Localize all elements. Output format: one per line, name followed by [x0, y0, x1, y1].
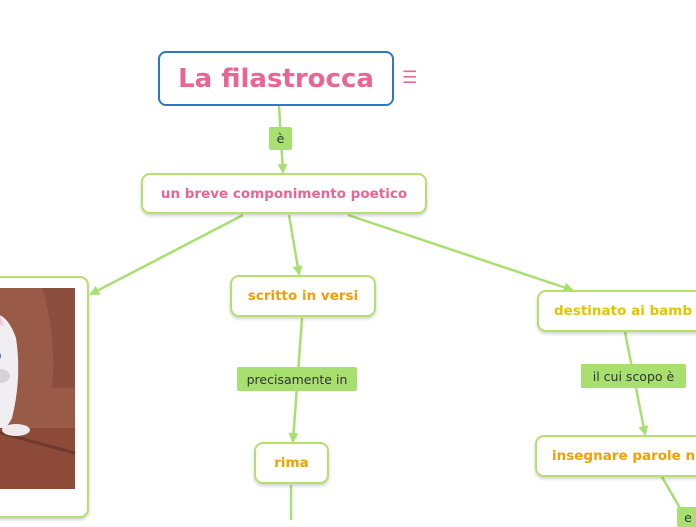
central-node-label: un breve componimento poetico — [160, 185, 408, 202]
image-node[interactable] — [0, 276, 89, 518]
link-label-precisely-text: precisamente in — [246, 371, 348, 387]
branch-verse-node[interactable]: scritto in versi — [230, 275, 376, 317]
link-label-is-text: è — [276, 131, 285, 146]
rhyme-node[interactable]: rima — [254, 442, 329, 484]
rhyme-label: rima — [274, 455, 309, 471]
link-label-purpose-text: il cui scopo è — [592, 368, 675, 384]
connector-central-verse — [287, 214, 303, 276]
link-label-and: e — [677, 507, 696, 527]
branch-kids-label: destinato ai bamb — [554, 303, 693, 319]
link-label-is: è — [269, 127, 292, 150]
connector-central-image — [89, 213, 244, 296]
central-node[interactable]: un breve componimento poetico — [141, 173, 427, 214]
teach-label: insegnare parole n — [552, 448, 696, 464]
root-node[interactable]: La filastrocca — [158, 51, 394, 106]
root-title: La filastrocca — [178, 63, 374, 94]
branch-verse-label: scritto in versi — [247, 288, 359, 304]
link-label-purpose: il cui scopo è — [581, 364, 686, 388]
link-label-precisely: precisamente in — [237, 367, 357, 391]
connector-central-kids — [347, 213, 574, 293]
cat-illustration — [0, 288, 76, 489]
branch-kids-node[interactable]: destinato ai bamb — [537, 290, 696, 332]
menu-icon[interactable]: ☰ — [402, 68, 418, 88]
link-label-and-text: e — [684, 510, 692, 525]
teach-node[interactable]: insegnare parole n — [535, 435, 696, 477]
